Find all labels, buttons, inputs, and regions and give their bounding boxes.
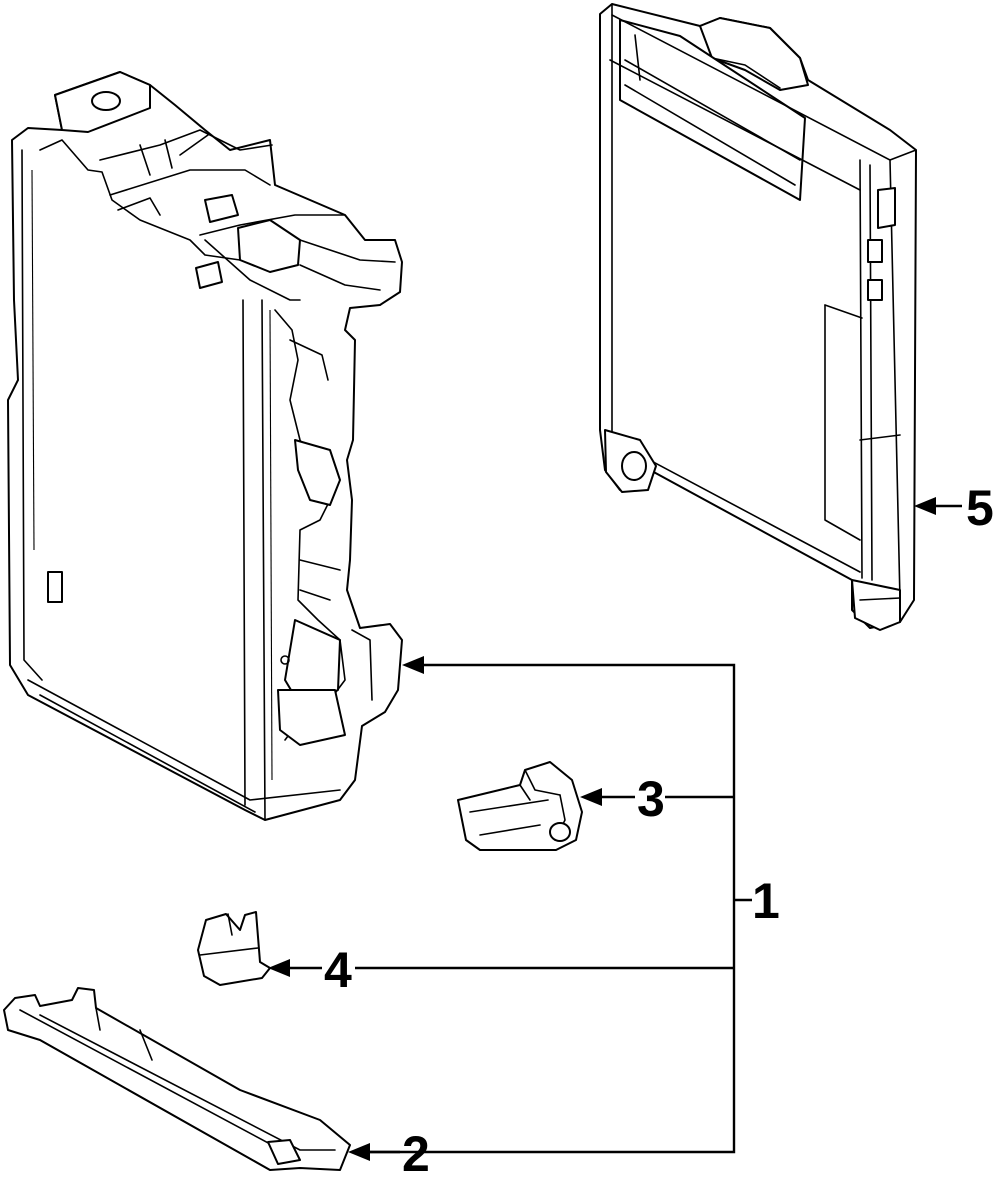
callout-3: 3	[637, 771, 665, 827]
clip-part-3	[457, 761, 583, 851]
callout-4: 4	[324, 942, 352, 998]
arrow-to-clip-4	[268, 959, 290, 977]
arrow-to-module-5	[914, 497, 936, 515]
clip-part-4	[197, 911, 271, 986]
callout-1: 1	[752, 873, 780, 929]
arrow-heads	[268, 497, 936, 1161]
arrow-to-housing	[402, 656, 424, 674]
callout-2: 2	[402, 1126, 430, 1182]
arrow-to-clip-3	[580, 788, 602, 806]
control-module	[599, 3, 917, 631]
tray-part-2	[3, 987, 351, 1171]
callout-5: 5	[966, 480, 994, 536]
junction-block-housing	[7, 71, 403, 821]
arrow-to-tray-2	[348, 1143, 370, 1161]
